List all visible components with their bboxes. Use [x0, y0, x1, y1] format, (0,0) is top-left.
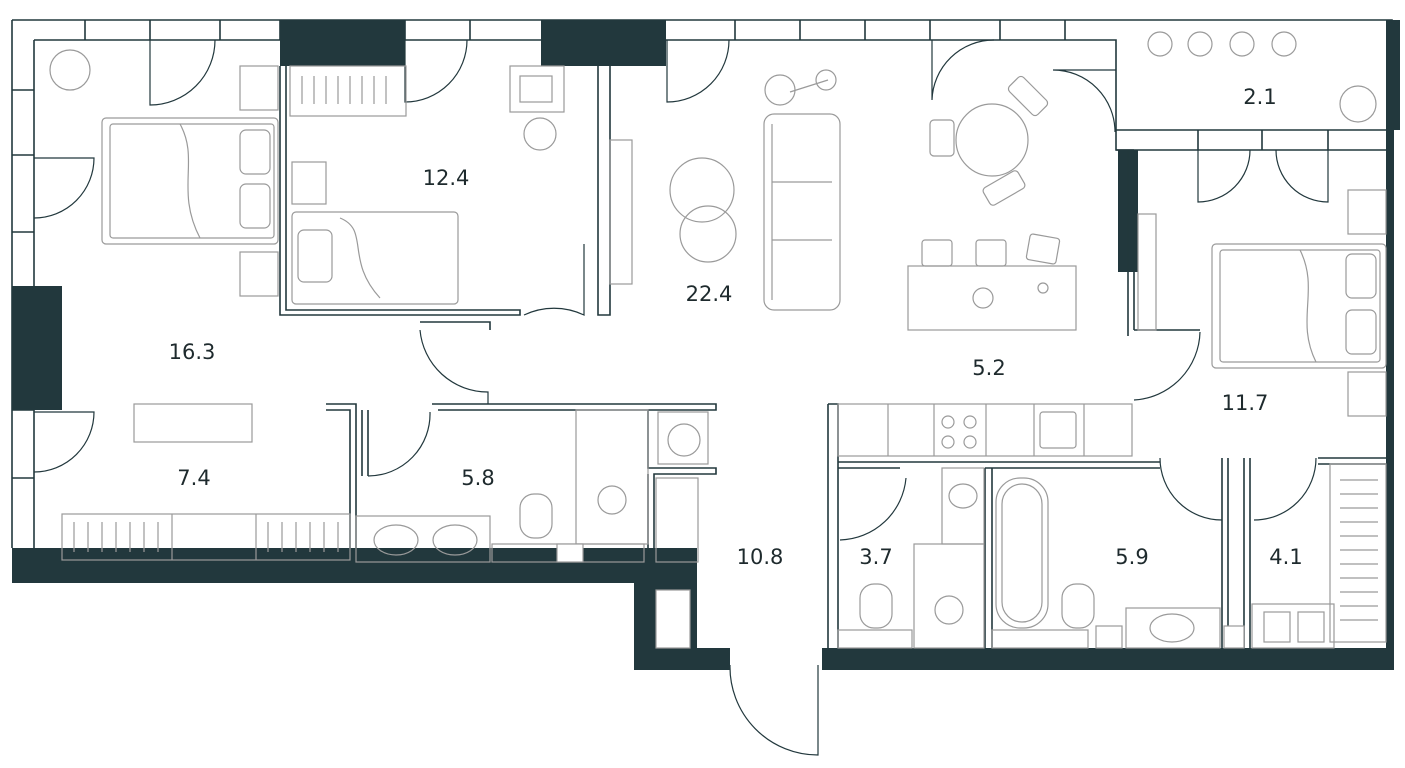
room-area-bedroom-right: 11.7 [1222, 391, 1269, 415]
room-area-toilet: 3.7 [859, 545, 892, 569]
room-area-bathroom-right: 5.9 [1115, 545, 1148, 569]
room-area-dressing-room: 7.4 [177, 466, 210, 490]
room-area-balcony: 2.1 [1243, 85, 1276, 109]
room-area-living-room: 22.4 [686, 282, 733, 306]
room-area-bathroom-left: 5.8 [461, 466, 494, 490]
room-area-wardrobe-right: 4.1 [1269, 545, 1302, 569]
doors [33, 39, 1329, 756]
area-labels: 16.3 12.4 22.4 5.2 2.1 11.7 7.4 5.8 10.8… [169, 85, 1303, 569]
room-area-bedroom-small: 12.4 [423, 166, 470, 190]
room-area-bedroom-left: 16.3 [169, 340, 216, 364]
room-area-hallway: 10.8 [737, 545, 784, 569]
room-area-kitchen: 5.2 [972, 356, 1005, 380]
furniture [49, 31, 1387, 649]
